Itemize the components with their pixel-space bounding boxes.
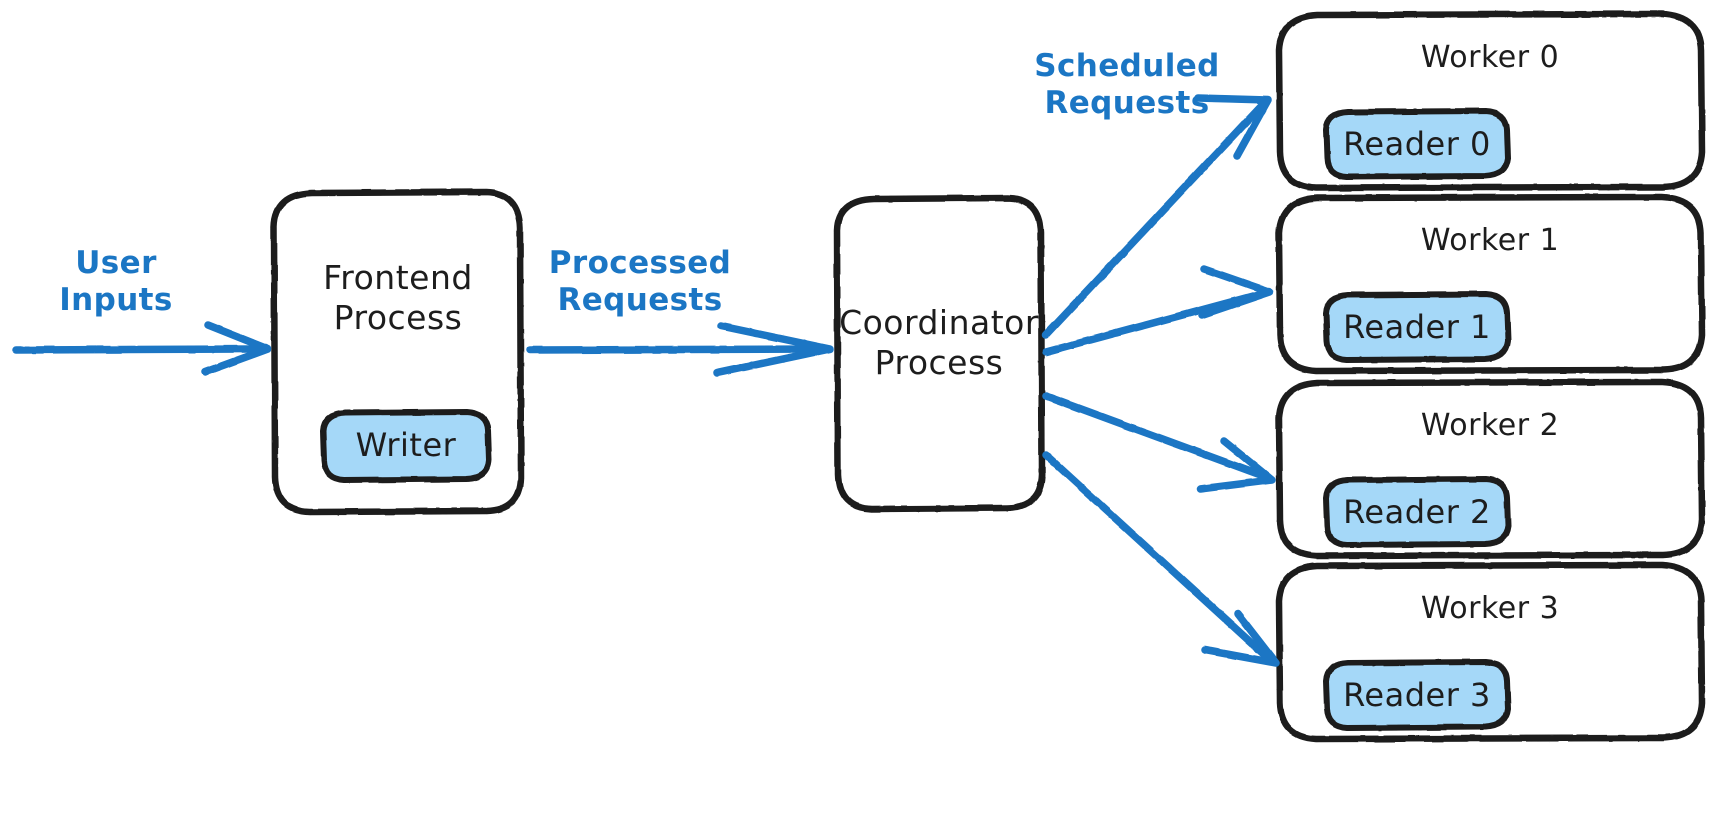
worker-2-title: Worker 2: [1420, 408, 1560, 443]
worker-3-title: Worker 3: [1420, 591, 1560, 626]
reader-0-chip-label: Reader 0: [1343, 125, 1491, 163]
reader-2-chip-label: Reader 2: [1343, 493, 1491, 531]
arrow-user-inputs: [12, 321, 272, 376]
reader-1-chip-label: Reader 1: [1343, 308, 1491, 346]
worker-0-title: Worker 0: [1420, 40, 1560, 75]
arrow-to-worker-0: [1042, 94, 1272, 339]
worker-1-title: Worker 1: [1420, 223, 1560, 258]
writer-chip-label: Writer: [355, 426, 457, 464]
arrow-to-worker-2: [1042, 392, 1276, 493]
frontend-process-label: Frontend Process: [323, 258, 473, 338]
edge-label-scheduled-requests: Scheduled Requests: [1034, 48, 1220, 122]
reader-3-chip-label: Reader 3: [1343, 676, 1491, 714]
arrow-to-worker-3: [1042, 451, 1280, 667]
edge-label-user-inputs: User Inputs: [59, 245, 173, 319]
coordinator-process-label: Coordinator Process: [839, 303, 1039, 383]
edge-label-processed-requests: Processed Requests: [548, 245, 732, 319]
arrow-processed-requests: [526, 322, 834, 377]
